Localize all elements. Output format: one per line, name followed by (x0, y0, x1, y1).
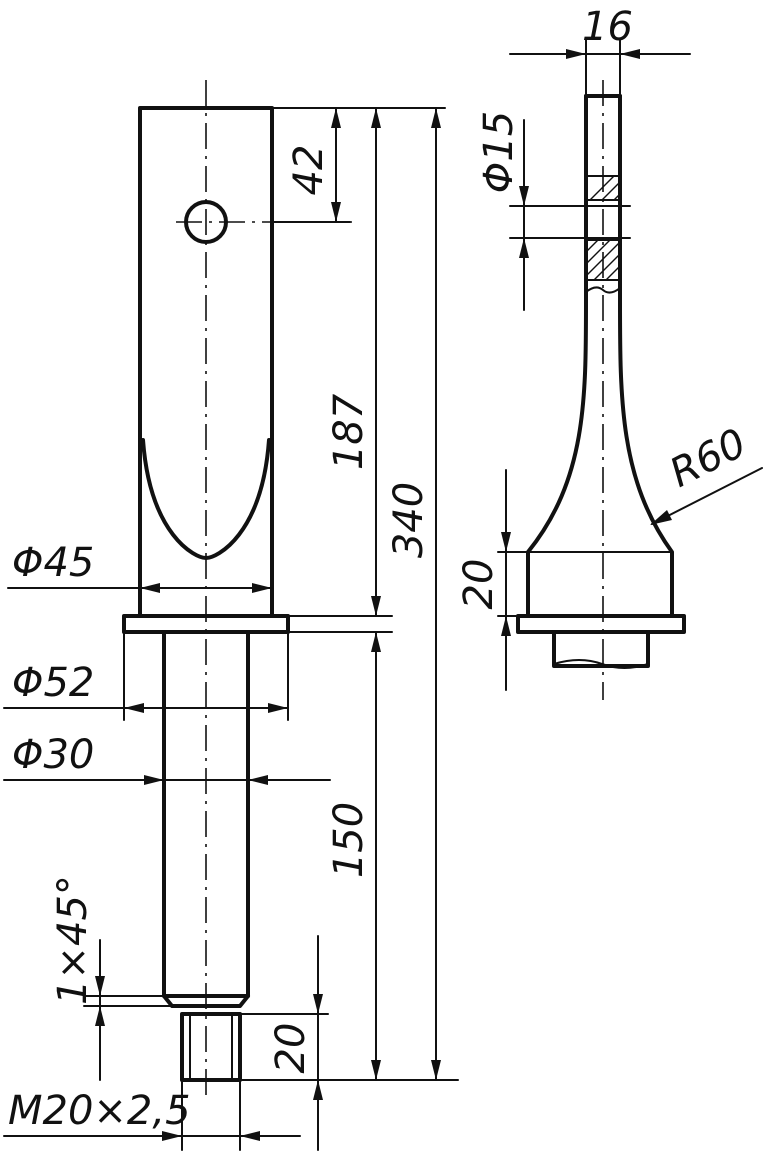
dim-150-label: 150 (326, 802, 372, 878)
side-dimensions: 16 Φ15 R60 20 (456, 4, 763, 691)
dim-16-label: 16 (582, 4, 633, 50)
dim-dia52-label: Φ52 (12, 660, 94, 706)
side-stem-outline (526, 94, 674, 618)
side-flange (516, 614, 686, 634)
dim-187-label: 187 (326, 393, 372, 470)
side-view (516, 80, 686, 700)
dim-dia45-label: Φ45 (12, 540, 94, 586)
dim-dia30-label: Φ30 (12, 732, 94, 778)
front-dimensions: 42 187 340 150 Φ45 Φ52 Φ30 (3, 107, 459, 1151)
front-view (122, 80, 352, 1100)
dim-r60-label: R60 (663, 420, 754, 497)
dim-thread-label: M20×2,5 (8, 1088, 191, 1134)
section-hatch (586, 176, 620, 280)
dim-line-r60 (651, 467, 763, 525)
side-shaft-stub (552, 630, 650, 668)
dim-dia15-label: Φ15 (476, 111, 522, 193)
dim-42-label: 42 (286, 145, 332, 196)
thread (180, 1012, 242, 1082)
dim-340-label: 340 (386, 482, 432, 558)
dim-20-thread-label: 20 (268, 1023, 314, 1074)
dim-20-side-label: 20 (456, 559, 502, 610)
dim-chamfer-label: 1×45° (50, 875, 96, 1005)
